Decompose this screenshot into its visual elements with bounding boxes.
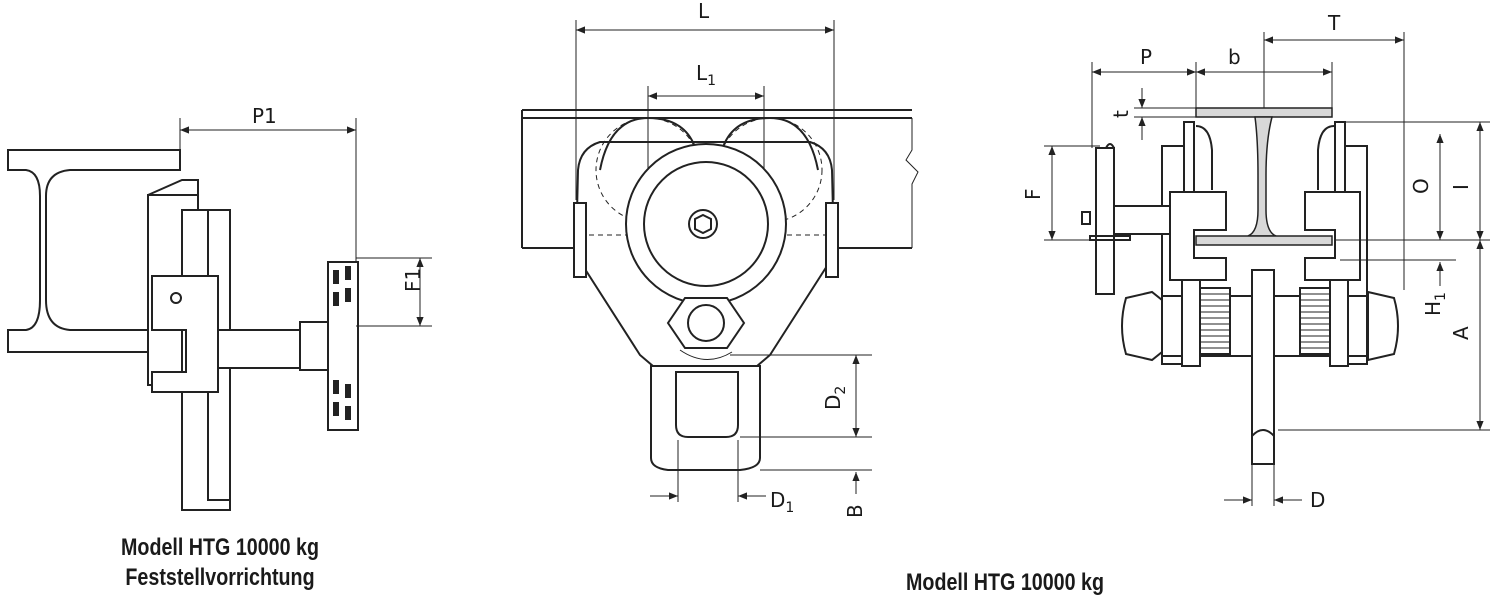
side-view-with-brake: P1 F1 xyxy=(7,104,432,511)
label-T: T xyxy=(1327,11,1341,35)
caption-right-model: Modell HTG 10000 kg xyxy=(906,569,1104,596)
label-O: O xyxy=(1409,178,1433,194)
label-D1: D1 xyxy=(770,488,794,516)
label-A: A xyxy=(1449,326,1473,340)
label-L: L xyxy=(698,0,710,23)
label-F1: F1 xyxy=(401,268,425,292)
caption-left-model: Modell HTG 10000 kg xyxy=(121,534,319,561)
label-I: I xyxy=(1449,184,1473,190)
caption-left-feature: Feststellvorrichtung xyxy=(125,564,315,591)
label-L1: L1 xyxy=(696,61,716,89)
label-D: D xyxy=(1310,488,1325,512)
label-P1: P1 xyxy=(252,104,277,128)
label-b: b xyxy=(1228,45,1241,69)
front-view: L L1 D2 D1 B xyxy=(521,0,919,518)
label-D2: D2 xyxy=(821,386,849,410)
label-F: F xyxy=(1021,188,1045,200)
side-section-view: P b T t F O I H1 A xyxy=(1021,11,1490,512)
label-B: B xyxy=(843,504,867,518)
label-P: P xyxy=(1140,45,1152,69)
label-t: t xyxy=(1109,110,1133,118)
label-H1: H1 xyxy=(1421,292,1449,316)
